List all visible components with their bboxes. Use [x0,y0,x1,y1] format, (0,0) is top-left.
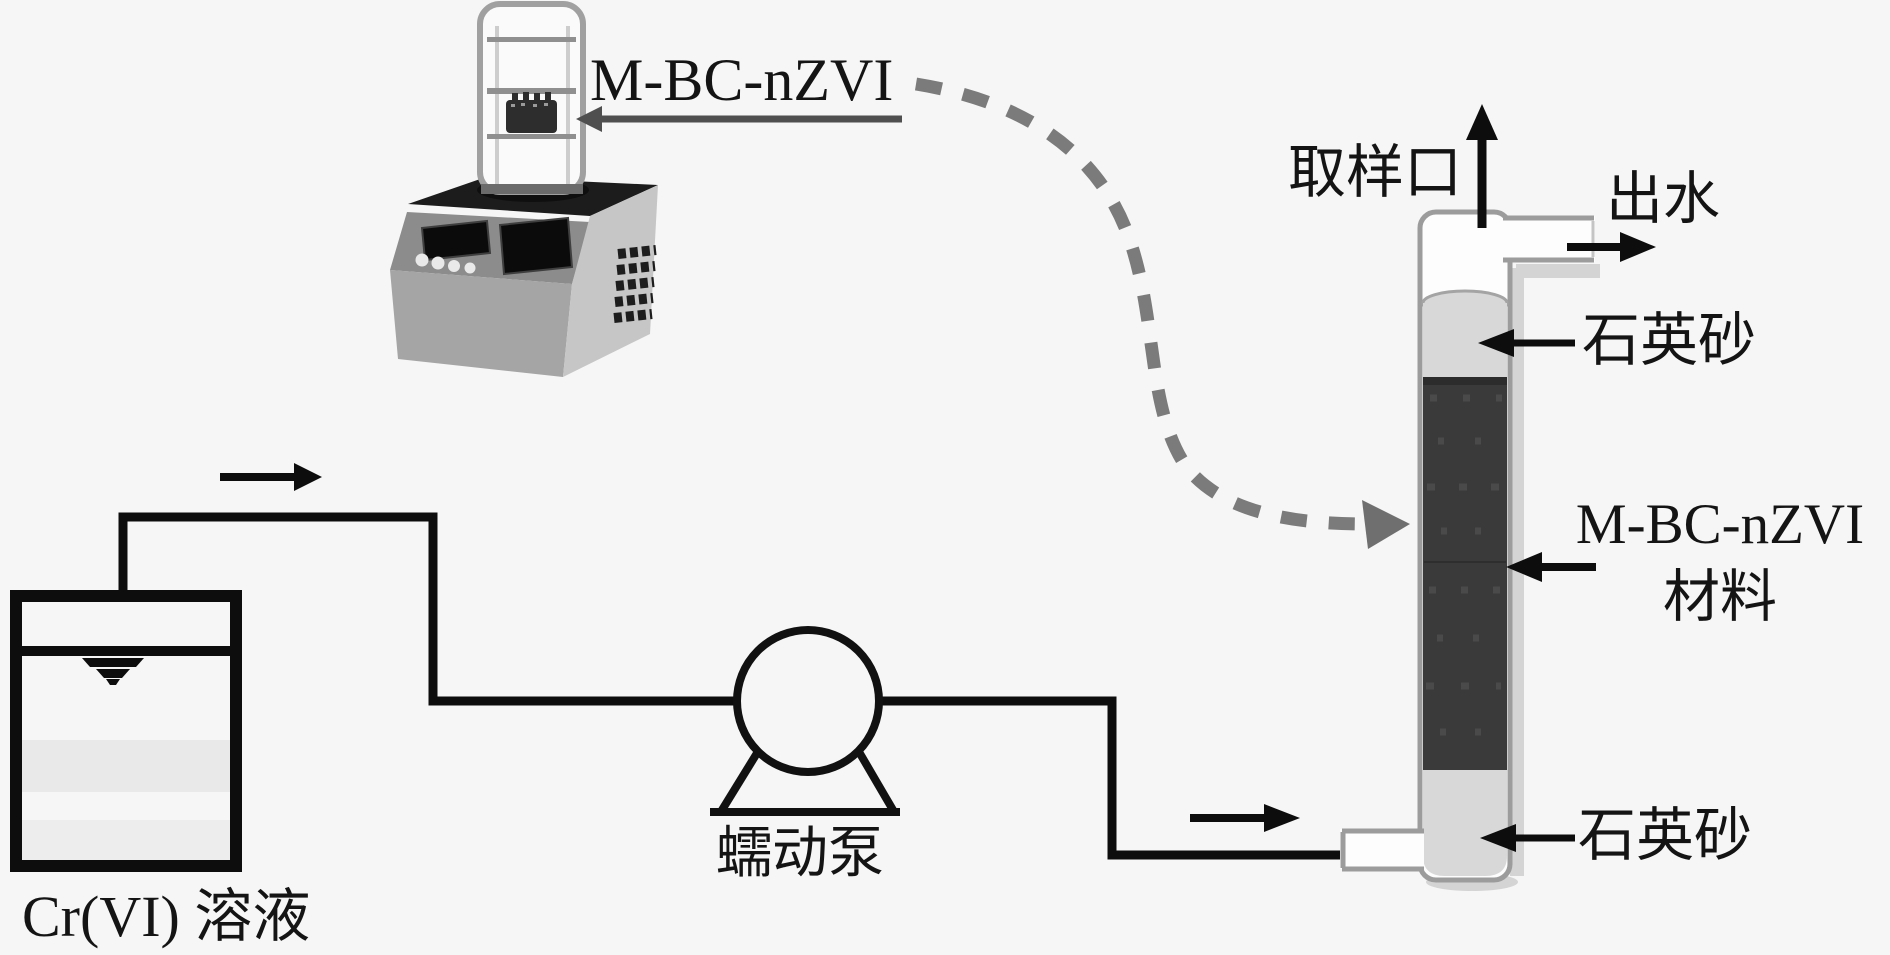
pump-circle [733,626,883,776]
feed-solution-label: Cr(VI) 溶液 [22,884,310,949]
material-bed [1423,377,1507,779]
outlet-arm [1503,215,1595,263]
shelf-bar [487,134,576,139]
dashed-arrowhead-icon [1362,500,1410,549]
left-arrow-icon [1480,824,1516,852]
quartz-sand-bottom-label: 石英砂 [1578,803,1752,868]
transfer-dashed-arrow [914,77,1410,549]
freeze-dryer: M-BC-nZVI [390,1,902,377]
material-pointer [1506,552,1596,582]
quartz-top-pointer [1478,329,1575,357]
effluent-label: 出水 [1606,168,1720,231]
flow-arrow-icon [294,463,322,491]
freeze-dryer-side-face [563,185,658,377]
quartz-sand-bottom-layer [1423,770,1507,876]
feed-tank: Cr(VI) 溶液 [10,590,310,949]
liquid-level-icon [82,658,144,685]
display-screen-left [420,219,492,262]
quartz-sand-top-layer [1421,289,1509,380]
arm-shadow [1516,264,1600,278]
reactor-column: 取样口 出水 石英砂 M-BC-nZVI 材料 石英砂 [1288,104,1864,891]
sample-container [506,92,557,133]
piping [118,463,1346,860]
product-label-group: M-BC-nZVI [576,47,902,132]
column-shadow [1510,268,1524,876]
liquid-shade-band [22,740,230,792]
pump-label: 蠕动泵 [716,823,884,885]
panel-button [448,260,460,272]
inlet-stub-fill [1340,829,1424,869]
pump-leg [851,742,897,813]
outlet-arm-fill [1503,216,1595,262]
panel-button [415,253,429,267]
left-arrow-icon [1478,329,1514,357]
pump-leg [718,742,766,813]
left-arrow-icon [1506,552,1542,582]
inlet-stub [1340,828,1424,872]
tank-outline [10,590,242,872]
pipe-path [118,512,1346,860]
vent-grille [613,245,657,323]
shelf-bar [487,37,576,42]
peristaltic-pump: 蠕动泵 [710,626,900,885]
panel-button [464,262,476,274]
jar-base-rim [481,184,583,194]
quartz-sand-top-label: 石英砂 [1582,308,1756,373]
liquid-shade-band [22,820,230,860]
flow-arrow-icon [1264,804,1300,832]
effluent-arrow [1567,232,1656,262]
sampling-port-label: 取样口 [1288,140,1462,205]
freeze-dryer-chamber [477,1,586,195]
up-arrow-icon [1466,104,1498,140]
dashed-transfer-path [914,77,1367,531]
material-speckles [1426,394,1505,736]
panel-button [431,256,445,270]
material-label-line2: 材料 [1663,566,1777,629]
freeze-dryer-product-label: M-BC-nZVI [590,47,893,113]
shelf-bar [487,88,576,94]
material-label-line1: M-BC-nZVI [1576,493,1864,556]
quartz-bottom-pointer [1480,824,1575,852]
right-arrow-icon [1620,232,1656,262]
display-screen-right [498,216,574,276]
sampling-port-arrow [1466,104,1498,228]
label-pointer-arrowhead-icon [576,106,602,132]
freeze-dryer-front-face [390,270,572,377]
